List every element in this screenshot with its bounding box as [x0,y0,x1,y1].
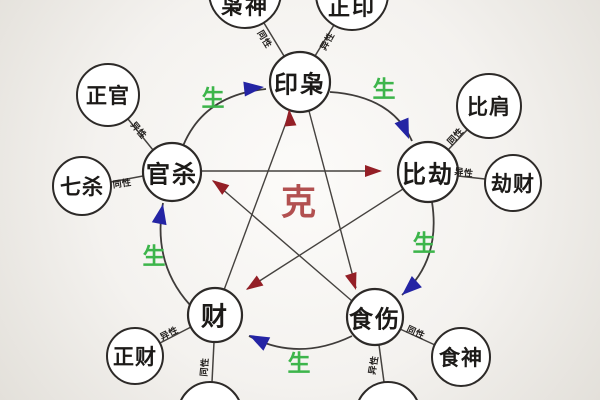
connector-guansha-zhengguan [127,118,154,151]
node-label-shishang: 食伤 [349,306,401,334]
ke-arrow-into-cai [246,275,264,290]
sheng-arrow-into-guansha [151,204,167,226]
node-circle-guansha [141,141,203,203]
node-label-qisha: 七杀 [60,176,104,199]
connector-shishang-shangguan [378,344,385,383]
connector-shishang-shishen [399,328,436,346]
ke-line-cai-yinxiao [223,111,291,291]
ke-arrow-into-shishang [345,271,357,290]
connector-bijie-bijian [447,129,468,151]
sheng-label-topleft: 生 [201,85,225,111]
node-circle-shishen [431,327,491,387]
node-circle-zhengcai [106,327,164,385]
node-circle-jiecai [484,154,542,212]
node-label-xiaoshen: 枭神 [220,0,270,19]
connector-guansha-qisha [110,175,144,183]
node-circles [52,0,542,400]
node-circle-zhengguan [76,63,140,127]
connector-yinxiao-zhengyin [314,24,335,57]
connector-bijie-jiecai [457,175,486,180]
connector-cai-zhengcai [159,326,192,344]
sheng-arrow-into-bijie [394,117,409,139]
node-circle-cai [186,286,244,344]
ke-line-bijie-cai [246,188,404,290]
node-circle-bijie [396,140,460,204]
connector-cai-piancai [211,341,215,383]
node-label-guansha: 官杀 [146,161,198,189]
node-label-shishen: 食神 [439,347,483,370]
node-circle-bijian [456,73,522,139]
relation-label-qisha: 同性 [111,177,133,190]
ke-line-yinxiao-shishang [308,110,357,289]
sheng-arrow-into-cai [249,335,271,351]
sheng-arrow-into-shishang [402,276,422,295]
node-circle-zhengyin [315,0,389,31]
satellite-connectors [110,22,486,383]
relation-label-piancai: 同性 [198,357,211,377]
node-label-bijie: 比劫 [402,161,454,189]
node-label-zhengyin: 正印 [327,0,377,20]
node-circle-shangguan-partial [358,381,418,400]
ke-arrow-into-guansha [212,180,230,195]
node-label-zhengcai: 正财 [113,346,157,369]
node-label-bijian: 比肩 [467,96,511,119]
node-circle-xiaoshen [208,0,282,29]
center-ke-label: 克 [280,183,318,223]
sheng-label-bottom: 生 [287,350,311,376]
sheng-label-right: 生 [412,230,436,256]
ke-arrow-into-bijie [365,165,382,177]
connector-yinxiao-xiaoshen [263,22,285,57]
node-circle-shishang [345,287,405,347]
sheng-label-left: 生 [142,243,166,269]
ke-line-shishang-guansha [212,180,353,302]
sheng-arrowheads [151,81,422,351]
sheng-label-topright: 生 [372,76,396,102]
node-circle-piancai-partial [180,381,240,400]
relation-label-jiecai: 异性 [453,166,475,179]
node-circle-yinxiao [268,50,332,114]
node-label-jiecai: 劫财 [491,173,535,196]
node-label-yinxiao: 印枭 [274,71,326,99]
node-label-zhengguan: 正官 [86,85,130,108]
sheng-arrow-into-yinxiao [243,81,264,97]
sheng-arc-guansha-yinxiao [182,88,267,147]
ke-arrow-into-yinxiao [284,109,297,127]
ke-lines [201,110,404,302]
sheng-arc-yinxiao-bijie [329,91,413,142]
ke-arrowheads [212,109,382,290]
node-circle-qisha [52,156,112,216]
node-label-cai: 财 [200,301,230,332]
